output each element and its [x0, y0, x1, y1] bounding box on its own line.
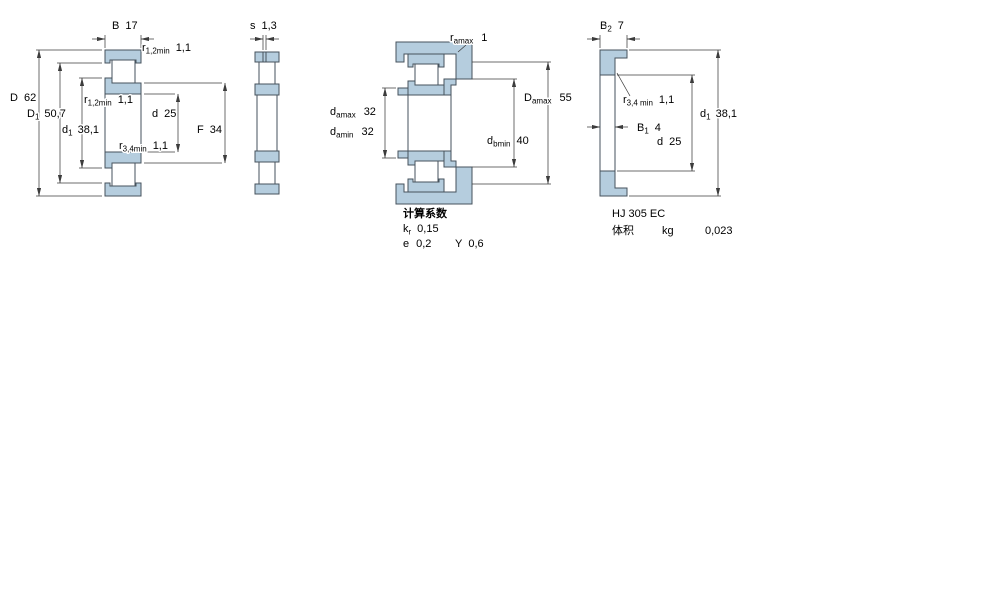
- angle-ring-info-block: HJ 305 EC 体积 kg 0,023: [612, 208, 733, 237]
- shaft-shoulder-top: [397, 87, 409, 96]
- roller-top: [258, 61, 276, 85]
- outer-ring-bottom-section: [254, 183, 280, 195]
- housing-abutment-bottom: [395, 166, 473, 205]
- angle-ring-designation: HJ 305 EC: [612, 208, 665, 220]
- leader-line: [457, 44, 467, 53]
- angle-ring-bottom-section: [599, 170, 628, 197]
- leader-line: [616, 72, 631, 97]
- angle-ring-top-section: [599, 49, 628, 76]
- roller-top: [414, 63, 439, 86]
- roller-bottom: [258, 161, 276, 185]
- outer-ring-bottom-section: [407, 178, 445, 193]
- roller-bottom: [111, 162, 136, 187]
- outer-ring-top-section: [254, 51, 280, 63]
- roller-bottom: [414, 160, 439, 183]
- inner-ring-bottom-section: [254, 150, 280, 163]
- shaft-shoulder-bottom: [397, 150, 409, 159]
- outer-ring-bottom-section: [104, 182, 142, 197]
- calc-factors-heading: 计算系数: [403, 206, 448, 220]
- inner-ring-top-section: [254, 83, 280, 96]
- mass-value: 0,023: [705, 225, 733, 237]
- mass-unit: kg: [662, 225, 674, 237]
- housing-abutment-top: [395, 41, 473, 80]
- roller-top: [111, 59, 136, 84]
- angle-ring-bottom-section: [443, 150, 457, 168]
- angle-ring-top-section: [443, 78, 457, 96]
- mass-label: 体积: [612, 223, 634, 237]
